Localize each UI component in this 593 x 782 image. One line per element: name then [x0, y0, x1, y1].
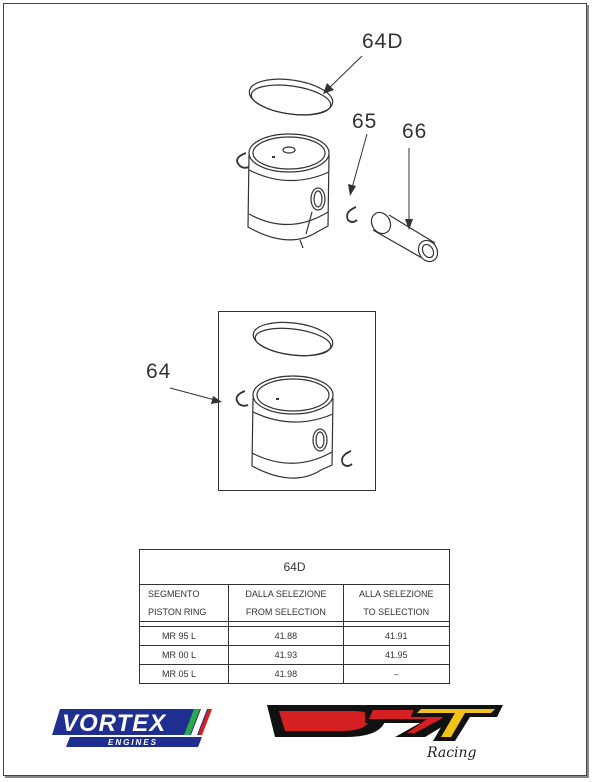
- drawing-frame: [3, 3, 587, 776]
- circlip-left-top: [236, 152, 250, 169]
- circlip-65: [346, 206, 358, 223]
- header-dalla-selezione: DALLA SELEZIONE: [228, 584, 344, 603]
- assembly-inset-box: [218, 311, 376, 491]
- drr-racing-logo: Racing: [267, 705, 503, 761]
- arrowheads: [211, 83, 413, 404]
- header-to-selection: TO SELECTION: [342, 603, 451, 622]
- from-value: 41.93: [228, 645, 344, 665]
- callout-66: 66: [402, 120, 428, 143]
- to-value: 41.95: [342, 645, 451, 665]
- callout-65: 65: [352, 110, 378, 133]
- piston-top: [247, 133, 330, 249]
- vortex-logo: VORTEX ENGINES: [52, 709, 212, 747]
- callout-64d: 64D: [362, 30, 404, 53]
- wrist-pin-66: [370, 211, 439, 263]
- header-from-selection: FROM SELECTION: [228, 603, 344, 622]
- svg-text:ENGINES: ENGINES: [108, 738, 158, 747]
- ring-selection-table: 64D SEGMENTO DALLA SELEZIONE ALLA SELEZI…: [138, 549, 451, 684]
- to-value: –: [342, 664, 451, 684]
- table-header-row-it: SEGMENTO DALLA SELEZIONE ALLA SELEZIONE: [138, 584, 451, 603]
- ring-code: MR 00 L: [138, 645, 230, 665]
- table-title: 64D: [139, 549, 450, 585]
- piston-marks: [272, 156, 279, 400]
- ring-code: MR 05 L: [138, 664, 230, 684]
- leader-lines: [169, 55, 410, 401]
- svg-text:VORTEX: VORTEX: [62, 710, 167, 737]
- callout-64: 64: [146, 360, 172, 383]
- table-row: MR 00 L 41.93 41.95: [138, 645, 451, 665]
- drr-racing-script: Racing: [426, 745, 477, 761]
- to-value: 41.91: [342, 626, 451, 646]
- header-piston-ring: PISTON RING: [138, 603, 230, 622]
- table-row: MR 95 L 41.88 41.91: [138, 626, 451, 646]
- from-value: 41.98: [228, 664, 344, 684]
- table-spacer: [138, 621, 451, 627]
- ring-code: MR 95 L: [138, 626, 230, 646]
- table-row: MR 05 L 41.98 –: [138, 664, 451, 684]
- header-alla-selezione: ALLA SELEZIONE: [342, 584, 451, 603]
- table-title-row: 64D: [139, 549, 450, 585]
- piston-kit-assembly-64: [235, 321, 353, 479]
- table-header-row-en: PISTON RING FROM SELECTION TO SELECTION: [138, 603, 451, 622]
- from-value: 41.88: [228, 626, 344, 646]
- header-segmento: SEGMENTO: [138, 584, 230, 603]
- piston-ring-top: [248, 78, 334, 116]
